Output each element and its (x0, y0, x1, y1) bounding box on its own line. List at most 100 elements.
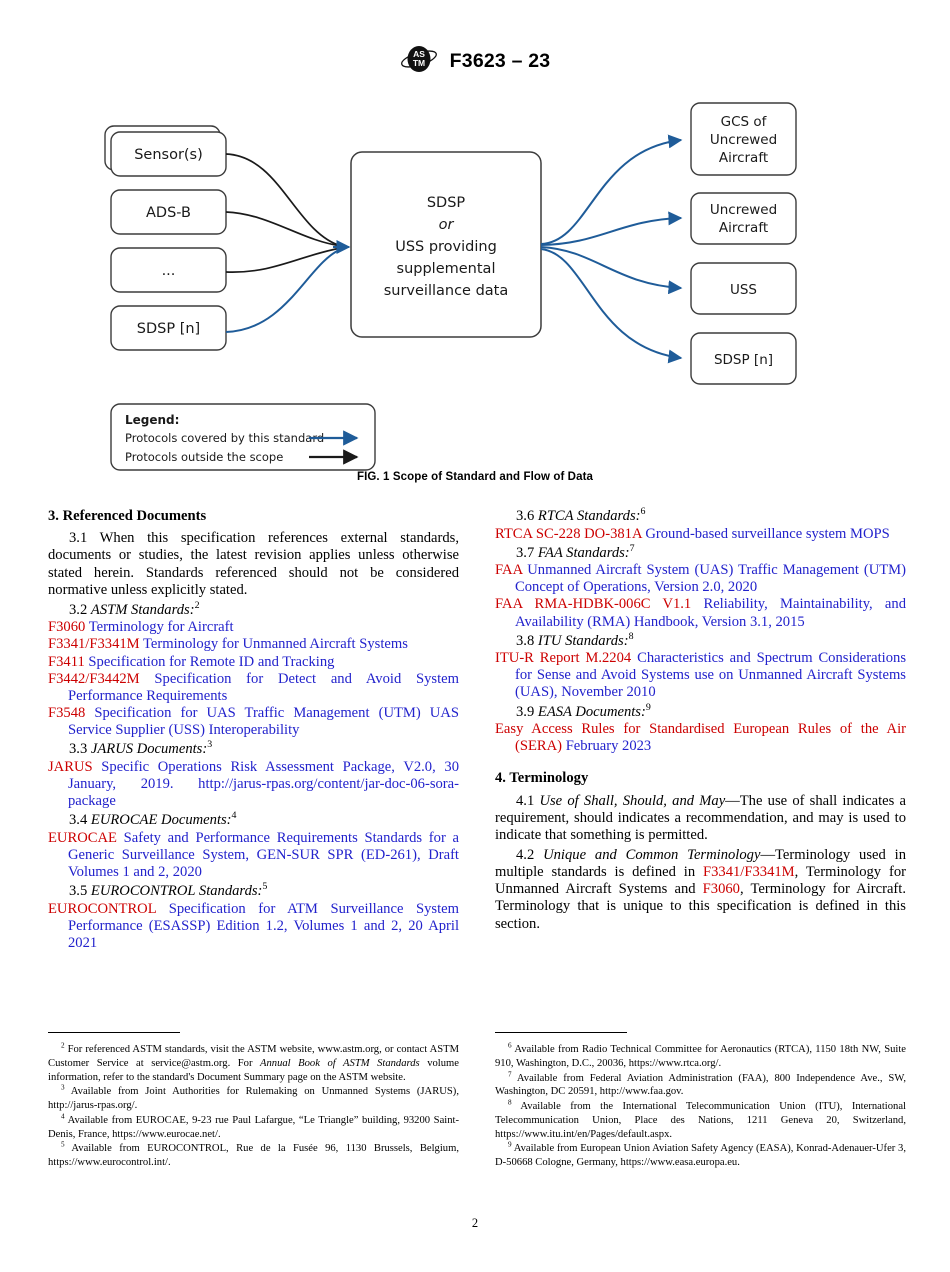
output-box-gcs-line-2: Uncrewed (710, 132, 777, 148)
subheading-3-8-title: ITU Standards: (537, 632, 629, 649)
subheading-3-4-title: EUROCAE Documents: (90, 812, 232, 829)
center-box-line-4: supplemental (397, 261, 496, 277)
reference-title: Reliability, Maintainability, and Availa… (515, 596, 906, 630)
center-box-line-3: USS providing (395, 239, 497, 255)
paragraph-4-1-term: Use of Shall, Should, and May (539, 792, 726, 809)
reference-id: F3411 (48, 653, 85, 670)
eurocae-documents-list: EUROCAE Safety and Performance Requireme… (48, 830, 459, 881)
list-item[interactable]: F3411 Specification for Remote ID and Tr… (48, 654, 459, 671)
paragraph-4-2: 4.2 Unique and Common Terminology—Termin… (495, 847, 906, 933)
footnote-number: 7 (508, 1070, 512, 1078)
body-columns: 3. Referenced Documents 3.1 When this sp… (48, 506, 906, 1028)
footnote-italic: Annual Book of ASTM Standards (260, 1057, 420, 1069)
footnote-text: Available from Federal Aviation Administ… (495, 1072, 906, 1098)
footnote-text: Available from Radio Technical Committee… (495, 1044, 906, 1069)
subheading-3-6: 3.6 RTCA Standards:6 (495, 506, 906, 526)
list-item[interactable]: F3060 Terminology for Aircraft (48, 619, 459, 636)
rtca-standards-list: RTCA SC-228 DO-381A Ground-based surveil… (495, 526, 906, 543)
list-item[interactable]: F3548 Specification for UAS Traffic Mana… (48, 705, 459, 739)
subheading-3-5-title: EUROCONTROL Standards: (90, 883, 263, 900)
reference-title: Characteristics and Spectrum Considerati… (515, 650, 906, 701)
paragraph-4-1: 4.1 Use of Shall, Should, and May—The us… (495, 793, 906, 844)
list-item[interactable]: Easy Access Rules for Standardised Europ… (495, 721, 906, 755)
scope-and-dataflow-diagram: Sensor(s) ADS-B ... SDSP [n] SDSP or USS… (104, 102, 797, 471)
subheading-3-8: 3.8 ITU Standards:8 (495, 630, 906, 651)
list-item[interactable]: F3341/F3341M Terminology for Unmanned Ai… (48, 636, 459, 653)
inline-reference-f3341[interactable]: F3341/F3341M (703, 864, 795, 881)
footnote-number: 8 (508, 1098, 512, 1107)
center-box-line-1: SDSP (427, 195, 466, 211)
input-box-ads-b-label: ADS-B (146, 205, 191, 221)
output-box-gcs-of-uncrewed-aircraft[interactable] (690, 102, 797, 176)
list-item[interactable]: EUROCONTROL Specification for ATM Survei… (48, 901, 459, 952)
legend-entry-outside-label: Protocols outside the scope (125, 450, 283, 464)
footnote-text: Available from Joint Authorities for Rul… (48, 1086, 459, 1112)
section-heading-referenced-documents: 3. Referenced Documents (48, 508, 207, 524)
footnote-marker-2: 2 (194, 599, 200, 611)
list-item[interactable]: EUROCAE Safety and Performance Requireme… (48, 830, 459, 881)
subheading-3-7: 3.7 FAA Standards:7 (495, 543, 906, 563)
footnote-text: Available from European Union Aviation S… (495, 1143, 906, 1169)
reference-id: FAA (495, 562, 523, 579)
list-item[interactable]: JARUS Specific Operations Risk Assessmen… (48, 759, 459, 810)
astm-standards-list: F3060 Terminology for Aircraft F3341/F33… (48, 619, 459, 739)
paragraph-4-2-body-2: , Terminology for Unmanned Aircraft Syst… (495, 864, 906, 898)
output-box-uss[interactable] (690, 262, 797, 315)
input-box-sensors-label: Sensor(s) (134, 147, 203, 163)
input-box-sdsp-n[interactable] (110, 305, 227, 351)
paragraph-3-1: 3.1 When this specification references e… (48, 530, 459, 598)
reference-id: Easy Access Rules for Standardised Europ… (495, 721, 906, 755)
output-box-uncrewed-aircraft[interactable] (690, 192, 797, 245)
arrow-sensors-to-sdsp (225, 153, 342, 247)
list-item[interactable]: RTCA SC-228 DO-381A Ground-based surveil… (495, 526, 906, 543)
reference-id: EUROCAE (48, 829, 117, 846)
page-header: AS TM F3623 – 23 (0, 44, 950, 79)
output-box-sdsp-n[interactable] (690, 332, 797, 385)
legend-title: Legend: (125, 413, 179, 427)
paragraph-4-2-number: 4.2 (516, 847, 535, 864)
list-item[interactable]: F3442/F3442M Specification for Detect an… (48, 671, 459, 705)
subheading-3-9: 3.9 EASA Documents:9 (495, 702, 906, 722)
arrow-sdsp-to-uncrewed-aircraft (540, 211, 683, 246)
svg-text:AS: AS (413, 49, 425, 59)
arrow-ads-b-to-sdsp (225, 211, 342, 247)
reference-title: February 2023 (565, 738, 652, 755)
subheading-3-3: 3.3 JARUS Documents:3 (48, 740, 459, 759)
footnote: 9 Available from European Union Aviation… (495, 1141, 906, 1170)
reference-title: Specification for Detect and Avoid Syste… (68, 670, 459, 704)
subheading-3-5-number: 3.5 (69, 883, 88, 900)
subheading-3-2-number: 3.2 (69, 601, 88, 618)
output-box-gcs-line-1: GCS of (721, 114, 768, 130)
output-box-gcs-line-3: Aircraft (719, 150, 768, 166)
footnote: 2 For referenced ASTM standards, visit t… (48, 1042, 460, 1084)
subheading-3-9-number: 3.9 (516, 703, 535, 720)
footnote-text: For referenced ASTM standards, visit the… (48, 1044, 460, 1069)
faa-standards-list: FAA Unmanned Aircraft System (UAS) Traff… (495, 562, 906, 631)
subheading-3-9-title: EASA Documents: (537, 703, 646, 720)
easa-documents-list: Easy Access Rules for Standardised Europ… (495, 721, 906, 755)
footnote-marker-8: 8 (628, 630, 634, 642)
footnote-text-cont: volume information, refer to the standar… (48, 1057, 459, 1083)
paragraph-4-2-term: Unique and Common Terminology (543, 847, 761, 864)
subheading-3-2: 3.2 ASTM Standards:2 (48, 599, 459, 620)
list-item[interactable]: FAA RMA-HDBK-006C V1.1 Reliability, Main… (495, 596, 906, 630)
document-designation: F3623 – 23 (449, 50, 551, 72)
input-box-sdsp-n-label: SDSP [n] (137, 321, 200, 337)
astm-logo-icon: AS TM (400, 44, 438, 79)
footnote: 4 Available from EUROCAE, 9-23 rue Paul … (48, 1113, 459, 1142)
reference-title: Specification for ATM Surveillance Syste… (68, 900, 459, 951)
legend-entry-covered-label: Protocols covered by this standard (125, 431, 324, 445)
inline-reference-f3060[interactable]: F3060 (702, 881, 740, 898)
footnote-marker-6: 6 (640, 506, 646, 518)
list-item[interactable]: ITU-R Report M.2204 Characteristics and … (495, 650, 906, 701)
footnote: 3 Available from Joint Authorities for R… (48, 1084, 459, 1113)
reference-title: Specification for UAS Traffic Management… (68, 704, 459, 739)
reference-title: Safety and Performance Requirements Stan… (68, 829, 459, 880)
list-item[interactable]: FAA Unmanned Aircraft System (UAS) Traff… (495, 562, 906, 596)
arrow-sdsp-n-to-sdsp (225, 248, 342, 333)
jarus-documents-list: JARUS Specific Operations Risk Assessmen… (48, 759, 459, 810)
reference-id: F3060 (48, 619, 86, 636)
subheading-3-4: 3.4 EUROCAE Documents:4 (48, 811, 459, 830)
footnote-separator-rule (48, 1032, 180, 1033)
input-box-ellipsis[interactable] (110, 247, 227, 293)
